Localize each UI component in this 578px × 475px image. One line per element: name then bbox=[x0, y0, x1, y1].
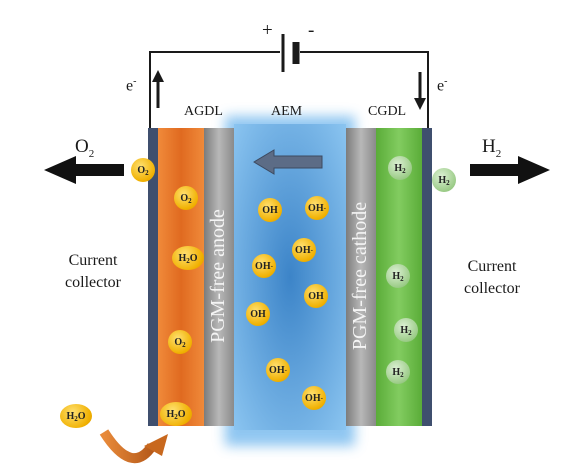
agdl-label: AGDL bbox=[184, 104, 223, 119]
aem-label: AEM bbox=[271, 104, 303, 119]
right-current-collector-label: Current collector bbox=[450, 256, 534, 300]
hydroxide-ion: OH- bbox=[266, 358, 290, 382]
agdl-layer bbox=[158, 128, 204, 426]
o2-output-label: O2 bbox=[75, 136, 95, 160]
electron-left-label: e- bbox=[126, 76, 137, 95]
right-collector-line1: Current bbox=[467, 258, 517, 275]
hydroxide-ion: OH- bbox=[305, 196, 329, 220]
battery-minus: - bbox=[308, 20, 315, 41]
cathode-layer bbox=[346, 128, 376, 426]
water-inflow-arrowhead bbox=[144, 434, 168, 456]
anode-layer bbox=[204, 128, 234, 426]
electron-arrowhead-up bbox=[152, 70, 164, 82]
aem-layer bbox=[234, 124, 346, 430]
hydroxide-ion: OH- bbox=[292, 238, 316, 262]
right-collector-plate bbox=[422, 128, 432, 426]
cathode-vertical-label: PGM-free cathode bbox=[349, 201, 371, 351]
water-inflow-curve bbox=[99, 429, 157, 464]
battery-plus: + bbox=[262, 20, 273, 41]
h2-output-arrow bbox=[470, 156, 550, 184]
hydroxide-ion: OH bbox=[246, 302, 270, 326]
left-collector-plate bbox=[148, 128, 158, 426]
electron-right-label: e- bbox=[437, 76, 448, 95]
left-collector-line2: collector bbox=[65, 274, 121, 291]
electron-arrowhead-down bbox=[414, 98, 426, 110]
hydroxide-ion: OH bbox=[304, 284, 328, 308]
hydroxide-ion: OH bbox=[258, 198, 282, 222]
left-current-collector-label: Current collector bbox=[54, 250, 132, 294]
o2-output-arrow bbox=[44, 156, 124, 184]
hydroxide-flow-arrow bbox=[253, 149, 323, 175]
left-collector-line1: Current bbox=[68, 252, 118, 269]
cgdl-label: CGDL bbox=[368, 104, 407, 119]
hydroxide-ion: OH- bbox=[252, 254, 276, 278]
anode-vertical-label: PGM-free anode bbox=[207, 209, 229, 343]
hydroxide-ion: OH- bbox=[302, 386, 326, 410]
circuit-wire bbox=[149, 51, 429, 130]
h2-output-label: H2 bbox=[482, 136, 502, 160]
right-collector-line2: collector bbox=[464, 280, 520, 297]
